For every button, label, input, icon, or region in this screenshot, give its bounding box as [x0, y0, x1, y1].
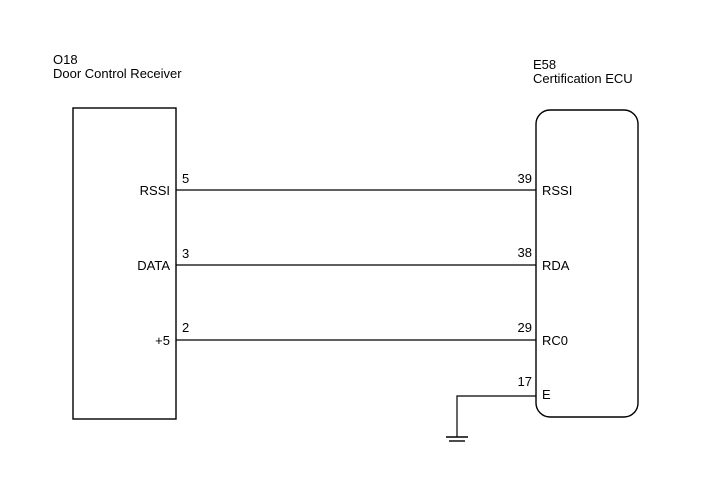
right-signal-e: E — [542, 387, 551, 402]
left-signal-plus5: +5 — [155, 333, 170, 348]
right-component-name: Certification ECU — [533, 71, 633, 86]
right-signal-rc0: RC0 — [542, 333, 569, 348]
left-pin-2: 2 — [182, 320, 190, 335]
right-pin-29: 29 — [517, 320, 532, 335]
left-signal-data: DATA — [137, 258, 170, 273]
wire-ground — [456, 395, 536, 437]
left-pin-3: 3 — [182, 246, 190, 261]
right-signal-rda: RDA — [542, 258, 570, 273]
right-pin-38: 38 — [517, 245, 532, 260]
left-signal-rssi: RSSI — [139, 183, 170, 198]
left-pin-5: 5 — [182, 171, 190, 186]
right-pin-17: 17 — [517, 374, 532, 389]
left-component-name: Door Control Receiver — [53, 66, 182, 81]
ground-icon — [446, 436, 468, 442]
certification-ecu-box — [535, 109, 639, 418]
right-component-code: E58 — [533, 57, 557, 72]
right-pin-39: 39 — [517, 171, 532, 186]
left-component-code: O18 — [53, 52, 78, 67]
right-signal-rssi: RSSI — [542, 183, 573, 198]
door-control-receiver-box — [72, 107, 177, 420]
